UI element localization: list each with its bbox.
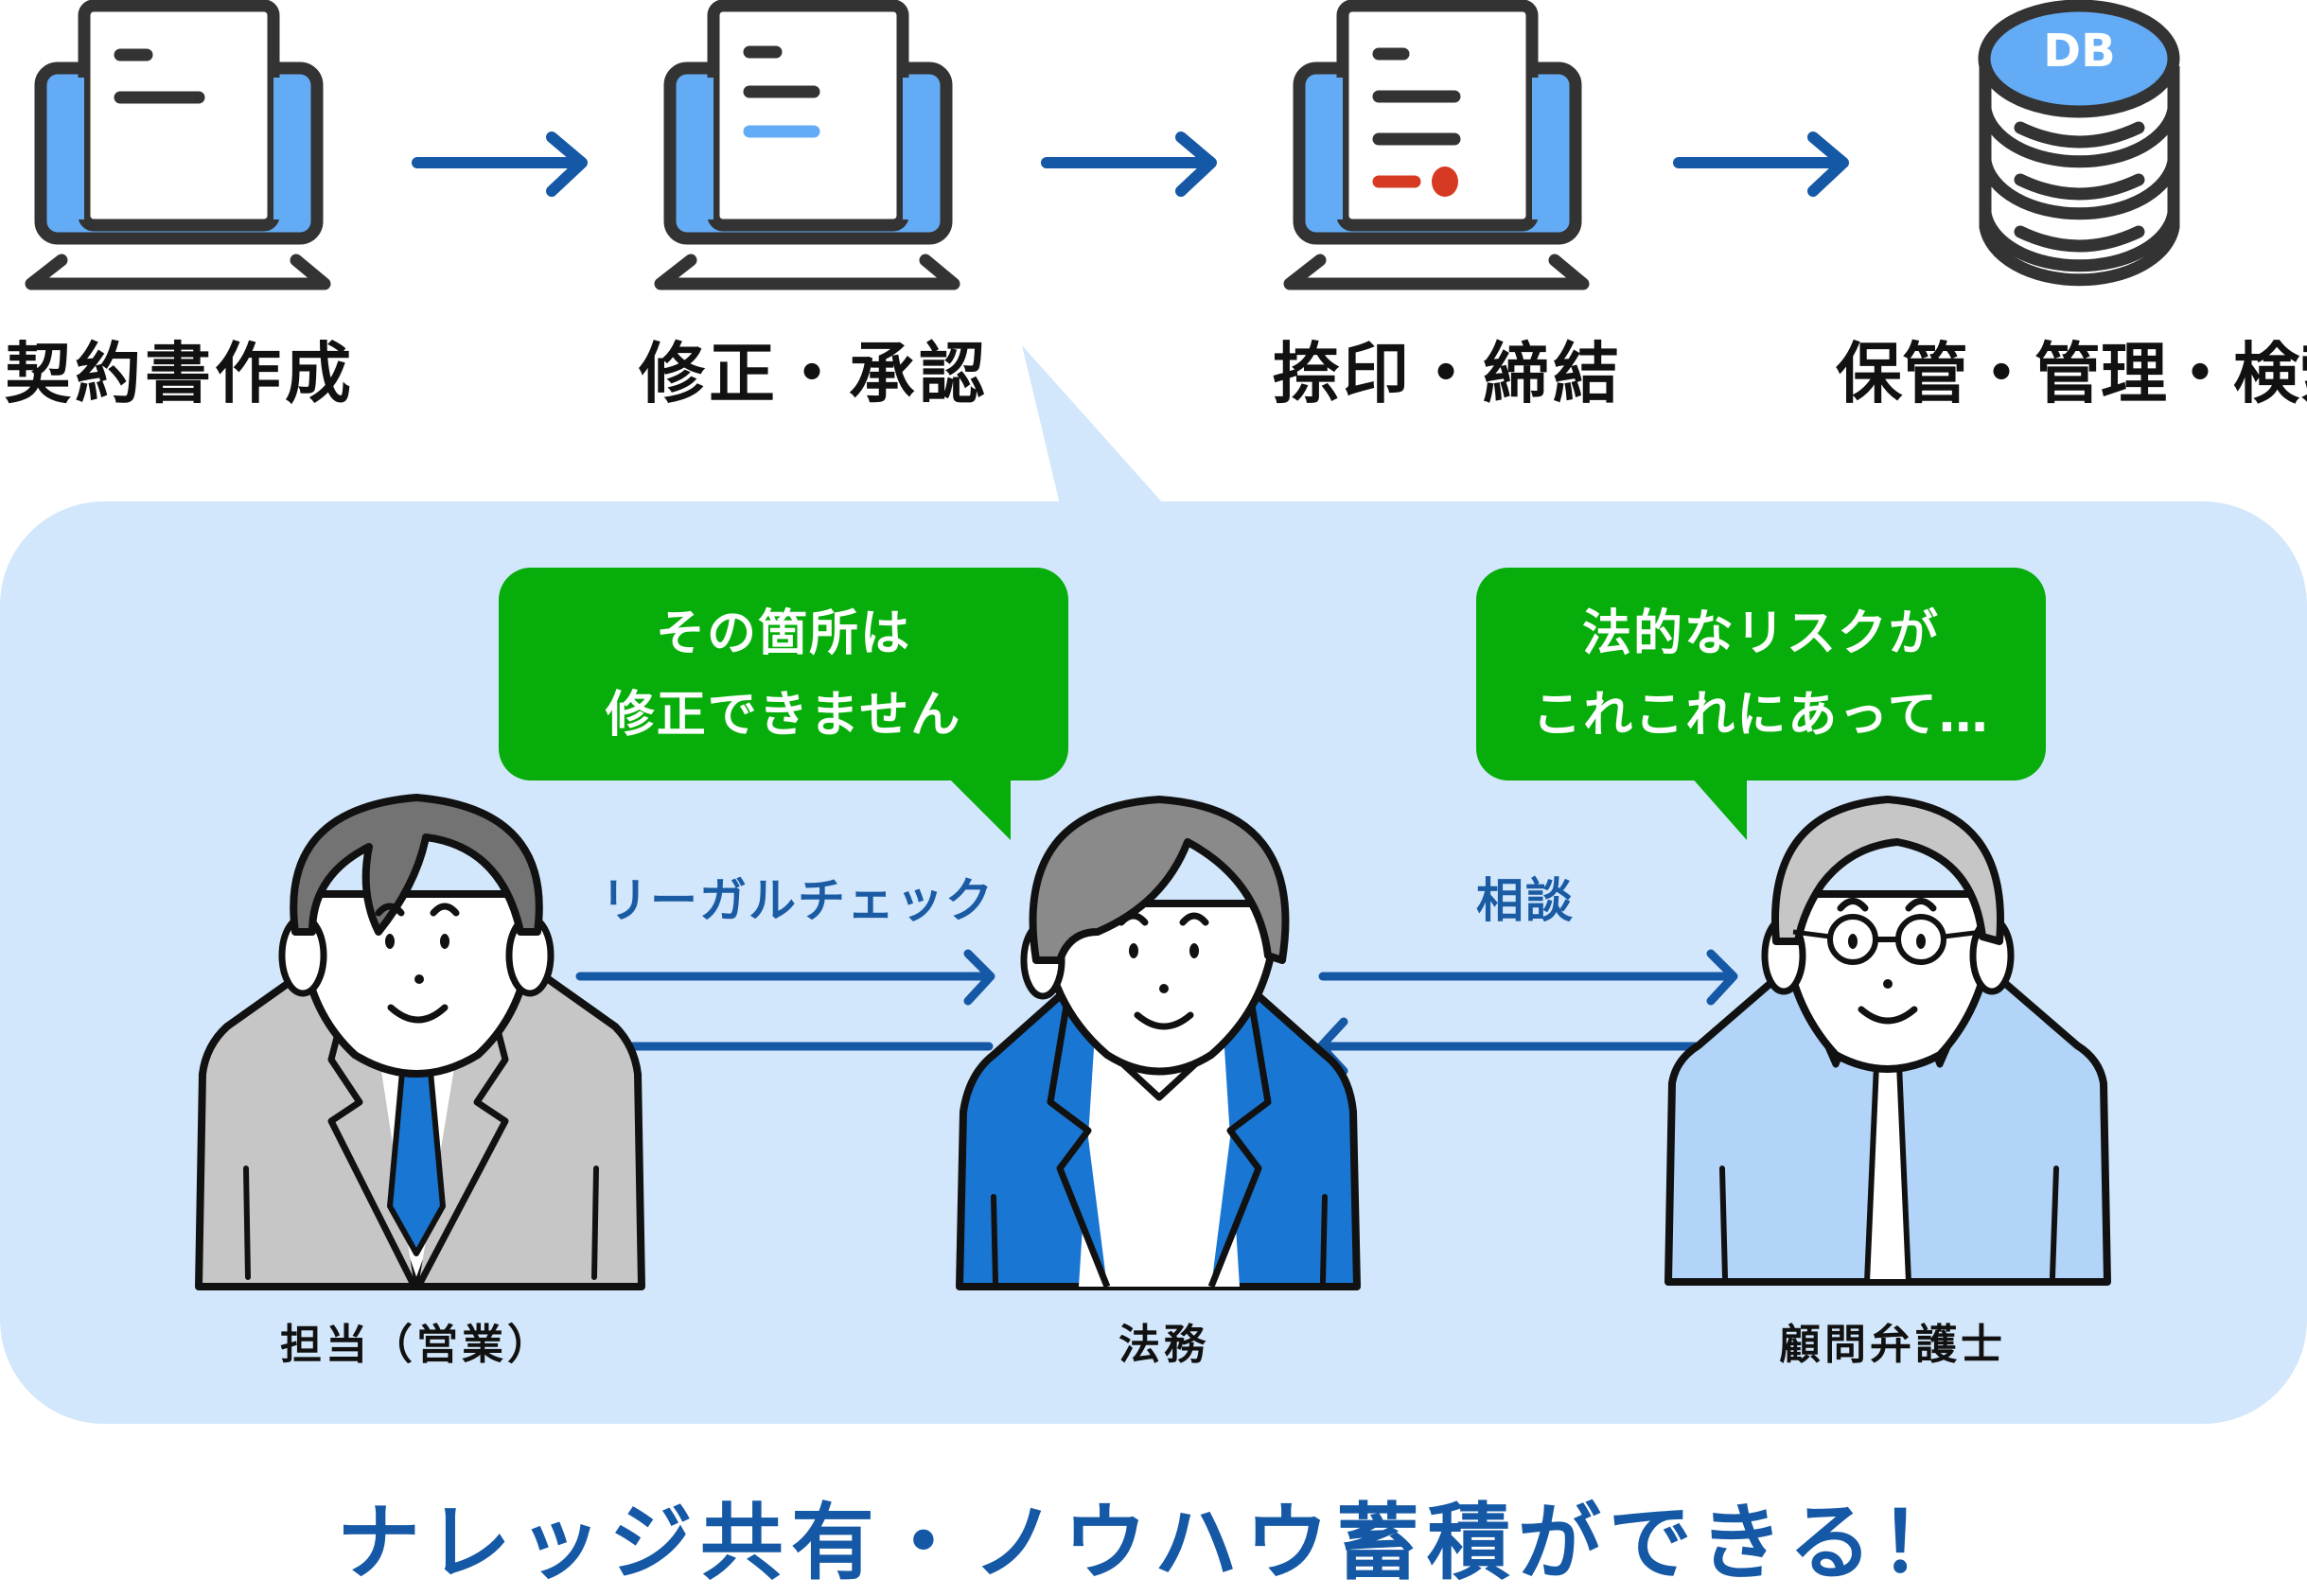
laptop-document-sealed-icon xyxy=(1283,0,1590,290)
person-name-sales: 担当（営業） xyxy=(280,1321,553,1369)
bubble-line: 修正できません xyxy=(605,686,962,744)
step-label-create: 契約書作成 xyxy=(5,335,355,412)
database-icon xyxy=(1978,0,2180,287)
flow-label-legal-check: リーガルチェック xyxy=(601,873,995,928)
footer-tagline: ナレッジ共有・ノウハウ蓄積ができる！ xyxy=(336,1494,1971,1591)
speech-bubble-legal: その箇所は 修正できません xyxy=(499,568,1068,780)
panel-callout-pointer xyxy=(1022,345,1164,504)
database-label: DB xyxy=(2043,25,2116,78)
bubble-line: その箇所は xyxy=(655,605,911,662)
bubble-line: 法的なリスクが xyxy=(1581,605,1940,662)
laptop-document-icon xyxy=(25,0,331,290)
person-sales-illustration xyxy=(195,794,645,1290)
flow-arrow-right-icon xyxy=(1673,132,1849,197)
speech-bubble-tail xyxy=(946,776,1011,840)
speech-bubble-tail xyxy=(1690,776,1747,840)
step-label-seal-conclude: 捺印・締結 xyxy=(1273,335,1623,412)
bubble-line: これこれにあって… xyxy=(1532,686,1990,744)
step-label-revise-approve: 修正・承認 xyxy=(639,335,989,412)
flow-arrow-right-icon xyxy=(412,132,588,197)
flow-label-consult: 相談 xyxy=(1476,873,1575,928)
person-legal-illustration xyxy=(956,796,1361,1290)
flow-arrow-right-icon xyxy=(1041,132,1217,197)
person-name-legal: 法務 xyxy=(1118,1321,1209,1369)
person-lawyer-illustration xyxy=(1664,796,2111,1286)
speech-bubble-lawyer: 法的なリスクが これこれにあって… xyxy=(1476,568,2046,780)
step-label-store-manage-search: 保管・管理・検索 xyxy=(1836,335,2307,412)
laptop-document-edit-icon xyxy=(654,0,960,290)
person-name-lawyer: 顧問弁護士 xyxy=(1779,1321,2006,1369)
